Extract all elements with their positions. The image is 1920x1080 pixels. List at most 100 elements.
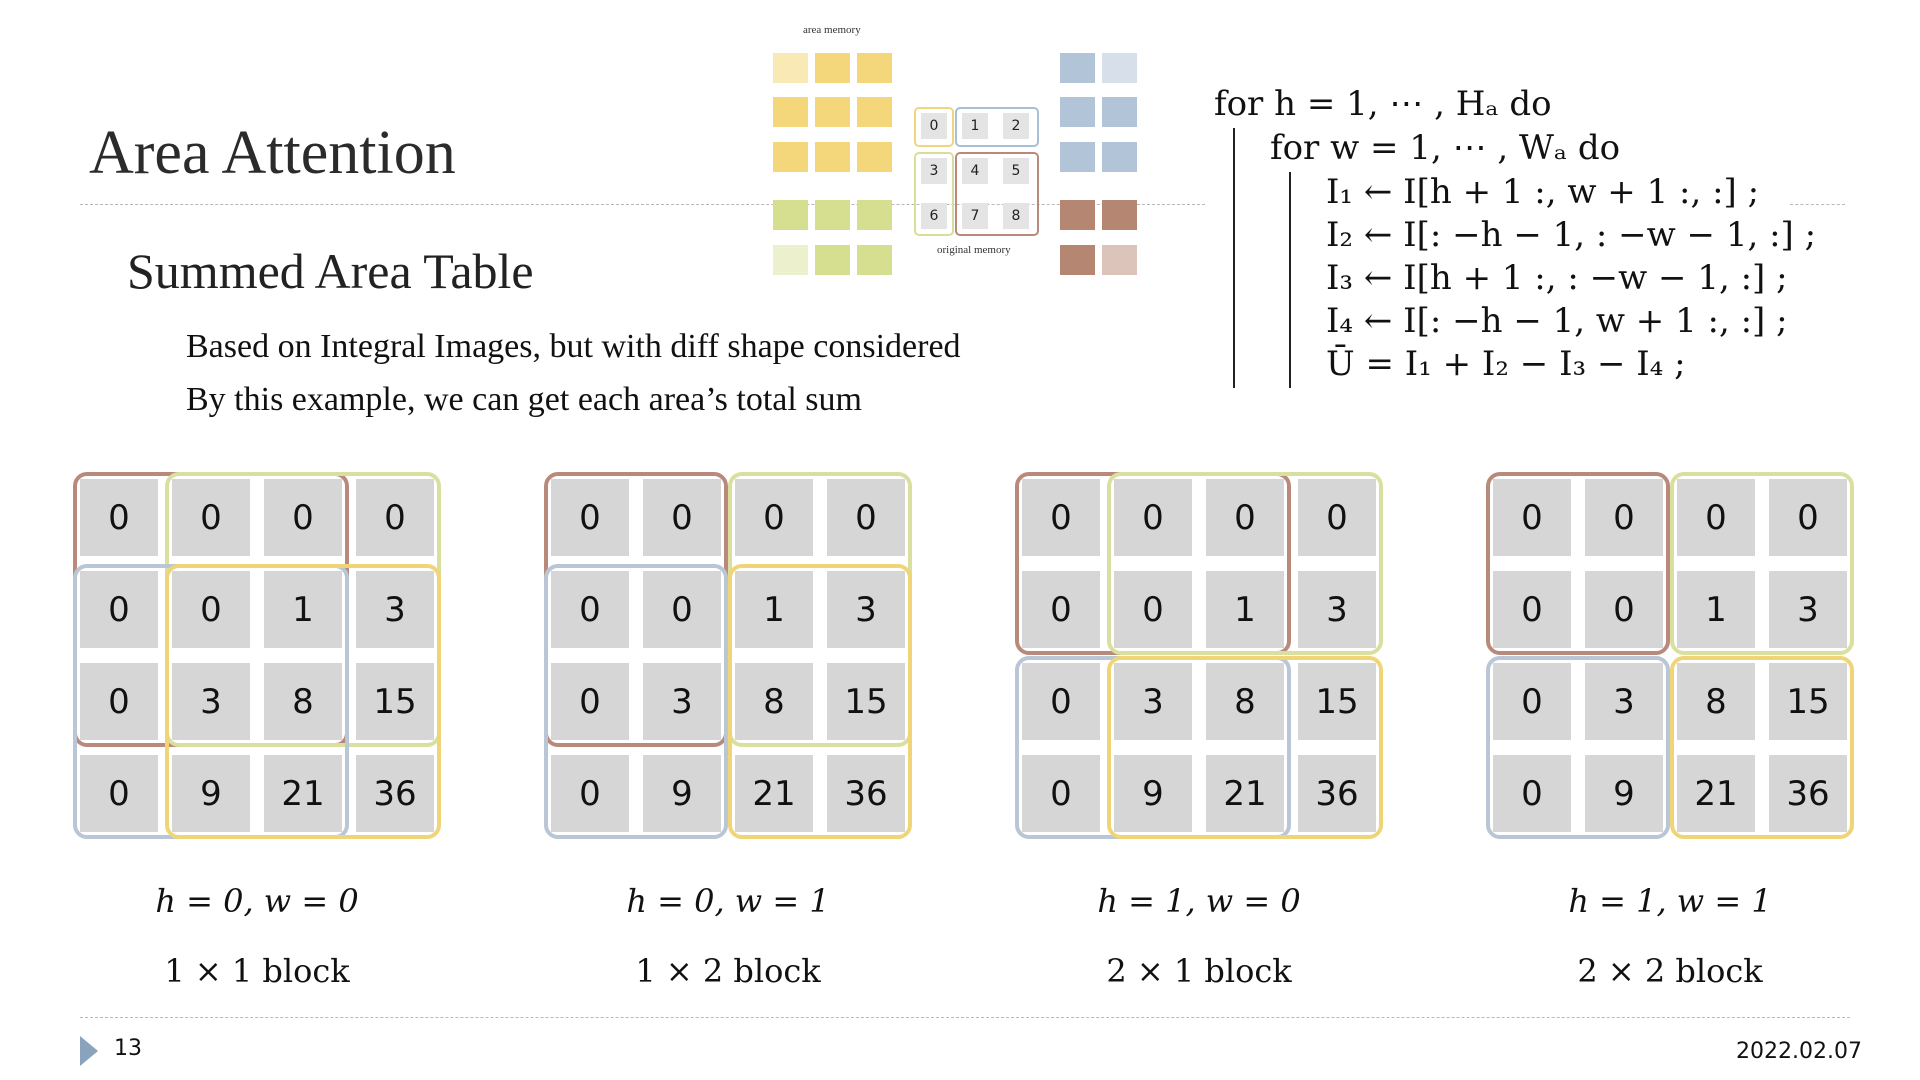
area-cell (1102, 245, 1137, 275)
grid-cell: 0 (80, 479, 158, 556)
area-cell (815, 200, 850, 230)
grid-label-block: 2 × 2 block (1577, 952, 1763, 990)
grid-cell: 0 (551, 571, 629, 648)
grid-cell: 0 (551, 663, 629, 740)
slide-date: 2022.02.07 (1736, 1039, 1862, 1064)
slide-subtitle: Summed Area Table (127, 243, 534, 299)
grid-cell: 0 (1298, 479, 1376, 556)
original-memory-caption: original memory (937, 244, 1011, 256)
grid-cell: 0 (172, 479, 250, 556)
grid-cell: 0 (80, 663, 158, 740)
grid-cell: 0 (1493, 479, 1571, 556)
grid-cell: 36 (1769, 755, 1847, 832)
grid-cell: 3 (356, 571, 434, 648)
grid-cell: 0 (80, 571, 158, 648)
grid-cell: 3 (1769, 571, 1847, 648)
memory-outline-blue (955, 107, 1039, 147)
grid-cell: 0 (1206, 479, 1284, 556)
grid-cell: 1 (1677, 571, 1755, 648)
grid-cell: 0 (551, 479, 629, 556)
algorithm-line-5: I₃ ← I[h + 1 :, : −w − 1, :] ; (1326, 258, 1788, 298)
grid-cell: 3 (827, 571, 905, 648)
algorithm-line-1: for h = 1, ⋯ , Hₐ do (1214, 84, 1552, 124)
memory-outline-green (914, 152, 954, 236)
grid-label-block: 1 × 1 block (164, 952, 350, 990)
region-outline-yellow (728, 564, 912, 839)
algorithm-line-7: Ū = I₁ + I₂ − I₃ − I₄ ; (1326, 344, 1686, 384)
area-cell (1060, 245, 1095, 275)
region-outline-yellow (1107, 656, 1383, 839)
area-cell (1060, 200, 1095, 230)
grid-cell: 0 (1022, 479, 1100, 556)
region-outline-green (1107, 472, 1383, 655)
grid-cell: 36 (1298, 755, 1376, 832)
grid-cell: 0 (643, 479, 721, 556)
area-cell (773, 53, 808, 83)
algorithm-line-3: I₁ ← I[h + 1 :, w + 1 :, :] ; (1326, 172, 1760, 212)
area-cell (857, 53, 892, 83)
title-divider-right (1790, 204, 1845, 205)
grid-label-hw: h = 0, w = 0 (155, 882, 359, 920)
area-cell (815, 53, 850, 83)
memory-outline-yellow (914, 107, 954, 147)
grid-cell: 9 (1585, 755, 1663, 832)
grid-cell: 0 (1114, 571, 1192, 648)
region-outline-blue (544, 564, 728, 839)
area-cell (857, 142, 892, 172)
body-line-2: By this example, we can get each area’s … (186, 381, 862, 418)
area-memory-caption: area memory (803, 24, 861, 36)
grid-cell: 15 (1298, 663, 1376, 740)
grid-cell: 0 (1114, 479, 1192, 556)
region-outline-brown (1486, 472, 1670, 655)
area-cell (773, 245, 808, 275)
algorithm-line-4: I₂ ← I[: −h − 1, : −w − 1, :] ; (1326, 215, 1817, 255)
area-cell (1102, 97, 1137, 127)
page-number: 13 (114, 1036, 142, 1061)
grid-cell: 0 (735, 479, 813, 556)
grid-cell: 0 (172, 571, 250, 648)
grid-cell: 0 (1022, 663, 1100, 740)
grid-cell: 0 (1493, 755, 1571, 832)
grid-label-block: 2 × 1 block (1106, 952, 1292, 990)
grid-cell: 8 (1677, 663, 1755, 740)
grid-cell: 3 (1298, 571, 1376, 648)
footer-divider (80, 1017, 1850, 1018)
region-outline-yellow (165, 564, 441, 839)
grid-cell: 3 (172, 663, 250, 740)
grid-cell: 21 (264, 755, 342, 832)
area-cell (1102, 142, 1137, 172)
grid-label-hw: h = 1, w = 0 (1097, 882, 1301, 920)
grid-cell: 15 (1769, 663, 1847, 740)
grid-cell: 21 (735, 755, 813, 832)
grid-cell: 15 (356, 663, 434, 740)
grid-cell: 8 (735, 663, 813, 740)
region-outline-yellow (1670, 656, 1854, 839)
grid-cell: 0 (1585, 571, 1663, 648)
grid-cell: 36 (356, 755, 434, 832)
grid-cell: 0 (551, 755, 629, 832)
algorithm-bracket-inner (1289, 172, 1291, 388)
area-cell (815, 97, 850, 127)
grid-cell: 9 (643, 755, 721, 832)
grid-cell: 0 (264, 479, 342, 556)
grid-cell: 1 (264, 571, 342, 648)
slide-title: Area Attention (89, 119, 456, 187)
grid-cell: 0 (1769, 479, 1847, 556)
area-cell (773, 142, 808, 172)
memory-cell: 3 (921, 158, 947, 184)
grid-cell: 0 (1022, 755, 1100, 832)
area-cell (1060, 53, 1095, 83)
grid-cell: 1 (1206, 571, 1284, 648)
grid-cell: 9 (172, 755, 250, 832)
grid-cell: 0 (827, 479, 905, 556)
area-cell (815, 142, 850, 172)
grid-label-hw: h = 0, w = 1 (626, 882, 830, 920)
area-cell (773, 97, 808, 127)
area-cell (857, 245, 892, 275)
area-cell (1060, 142, 1095, 172)
area-cell (1060, 97, 1095, 127)
grid-cell: 8 (264, 663, 342, 740)
grid-cell: 0 (1493, 663, 1571, 740)
memory-outline-brown (955, 152, 1039, 236)
grid-cell: 0 (1585, 479, 1663, 556)
